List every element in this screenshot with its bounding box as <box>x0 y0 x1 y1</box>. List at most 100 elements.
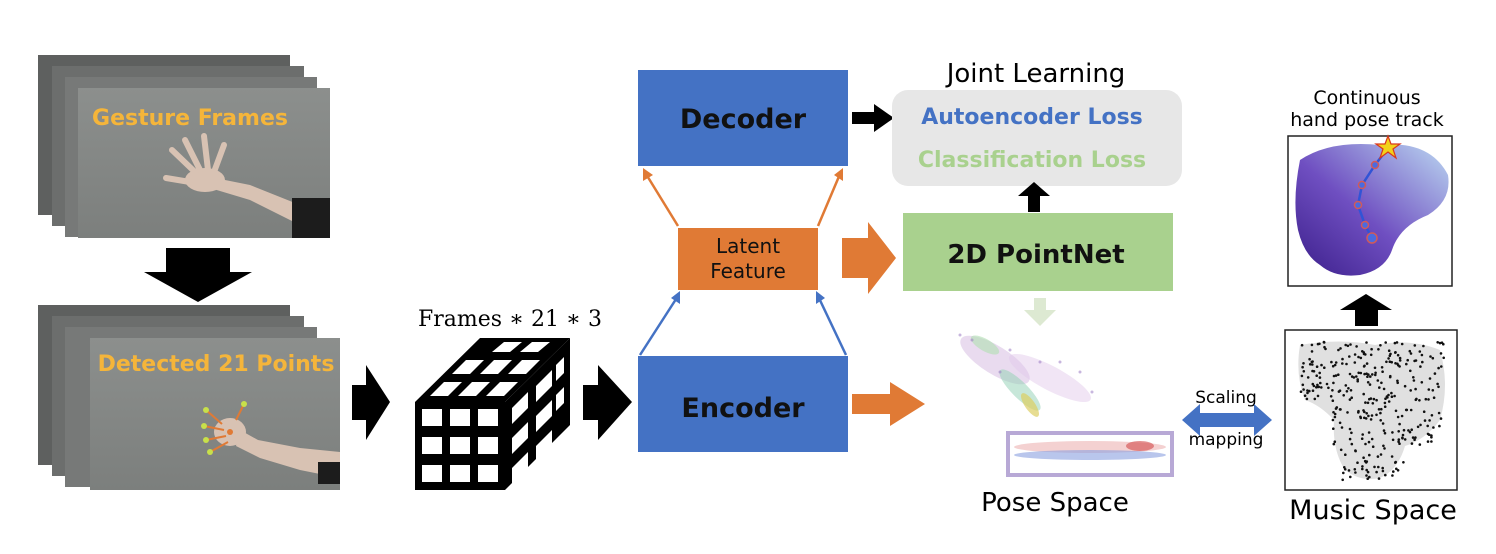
scatter-dot <box>1376 379 1380 382</box>
scatter-dot <box>1342 471 1345 475</box>
scatter-dot <box>1398 365 1401 368</box>
scatter-dot <box>1392 470 1395 473</box>
scatter-dot <box>1396 381 1399 385</box>
scatter-dot <box>1354 471 1357 474</box>
scatter-dot <box>1388 354 1392 358</box>
scatter-dot <box>1329 395 1333 398</box>
latent-label-line2: Feature <box>710 259 786 283</box>
scatter-dot <box>1427 398 1430 401</box>
scatter-dot <box>1422 344 1425 348</box>
scatter-dot <box>1348 355 1351 358</box>
scatter-dot <box>1338 421 1342 425</box>
scatter-dot <box>1382 444 1385 448</box>
scatter-dot <box>1403 438 1407 441</box>
scatter-dot <box>1366 375 1369 379</box>
scatter-dot <box>1366 470 1370 474</box>
scatter-dot <box>1367 431 1371 434</box>
scatter-dot <box>1301 365 1304 369</box>
scatter-dot <box>1379 419 1382 422</box>
scatter-dot <box>1398 359 1402 362</box>
scatter-dot <box>1442 356 1445 360</box>
scatter-dot <box>1391 474 1394 477</box>
scatter-dot <box>1406 358 1409 362</box>
scatter-dot <box>1331 418 1335 422</box>
detected-points-label: Detected 21 Points <box>98 352 335 377</box>
scatter-dot <box>1341 357 1344 361</box>
scatter-dot <box>1380 381 1383 385</box>
scatter-dot <box>1390 395 1394 399</box>
scatter-dot <box>1339 448 1343 452</box>
track-title-line2: hand pose track <box>1290 109 1444 131</box>
scatter-dot <box>1341 478 1344 482</box>
scatter-dot <box>1316 394 1320 398</box>
scatter-dot <box>1310 350 1314 353</box>
scatter-dot <box>1394 409 1398 413</box>
scatter-dot <box>1382 387 1386 391</box>
scatter-dot <box>1327 386 1330 390</box>
scatter-dot <box>1348 398 1352 401</box>
scatter-dot <box>1439 417 1443 420</box>
scatter-dot <box>1302 362 1305 365</box>
scatter-dot <box>1420 353 1424 357</box>
scatter-dot <box>1405 362 1408 366</box>
scatter-dot <box>1342 394 1345 397</box>
scatter-dot <box>1312 384 1316 388</box>
scatter-dot <box>1374 373 1377 377</box>
scatter-dot <box>1355 345 1358 348</box>
scatter-dot <box>1369 397 1373 400</box>
scatter-dot <box>1369 375 1372 378</box>
scatter-dot <box>1315 386 1318 389</box>
scatter-dot <box>1397 430 1400 433</box>
scatter-dot <box>1437 411 1441 415</box>
scatter-dot <box>1359 356 1363 360</box>
scatter-dot <box>1430 440 1433 443</box>
scatter-dot <box>1432 426 1435 429</box>
scatter-dot <box>1405 408 1409 412</box>
scatter-dot <box>1391 438 1395 442</box>
scatter-dot <box>1356 378 1359 381</box>
scatter-dot <box>1418 350 1422 353</box>
scatter-dot <box>1377 465 1380 469</box>
scatter-dot <box>1332 374 1336 378</box>
scatter-dot <box>1396 415 1400 419</box>
scatter-dot <box>1436 341 1439 344</box>
scatter-dot <box>1357 409 1360 413</box>
scatter-dot <box>1320 363 1323 367</box>
scatter-dot <box>1418 443 1422 446</box>
frames-dims-label: Frames ∗ 21 ∗ 3 <box>418 307 602 332</box>
scatter-dot <box>1331 364 1335 368</box>
scatter-dot <box>1364 442 1367 446</box>
scatter-dot <box>1380 366 1384 369</box>
scatter-dot <box>1319 381 1322 385</box>
autoencoder-loss-label: Autoencoder Loss <box>921 105 1143 130</box>
scatter-dot <box>1394 362 1397 365</box>
scatter-dot <box>1430 436 1433 439</box>
latent-to-decoder-arrows <box>643 168 843 227</box>
scatter-dot <box>1379 453 1383 456</box>
scatter-dot <box>1366 401 1370 405</box>
scatter-dot <box>1439 352 1443 355</box>
scatter-dot <box>1365 372 1368 376</box>
scatter-dot <box>1340 426 1344 429</box>
scatter-dot <box>1303 394 1307 398</box>
gesture-frames-stack: Gesture Frames <box>38 55 330 238</box>
scatter-dot <box>1433 372 1437 375</box>
scatter-dot <box>1381 422 1385 425</box>
scatter-dot <box>1360 437 1364 441</box>
scatter-dot <box>1338 389 1342 393</box>
track-title-line1: Continuous <box>1313 87 1420 109</box>
scatter-dot <box>1350 442 1354 446</box>
scatter-dot <box>1437 385 1440 389</box>
scatter-dot <box>1361 350 1364 353</box>
scatter-dot <box>1381 469 1385 473</box>
scatter-dot <box>1348 437 1352 441</box>
scatter-dot <box>1414 436 1417 439</box>
scatter-dot <box>1357 371 1360 375</box>
scatter-dot <box>1442 342 1445 346</box>
scatter-dot <box>1377 408 1381 411</box>
scatter-dot <box>1344 384 1348 387</box>
scatter-dot <box>1333 412 1337 416</box>
scatter-dot <box>1410 442 1414 445</box>
scatter-dot <box>1396 379 1399 383</box>
scatter-dot <box>1373 366 1377 370</box>
